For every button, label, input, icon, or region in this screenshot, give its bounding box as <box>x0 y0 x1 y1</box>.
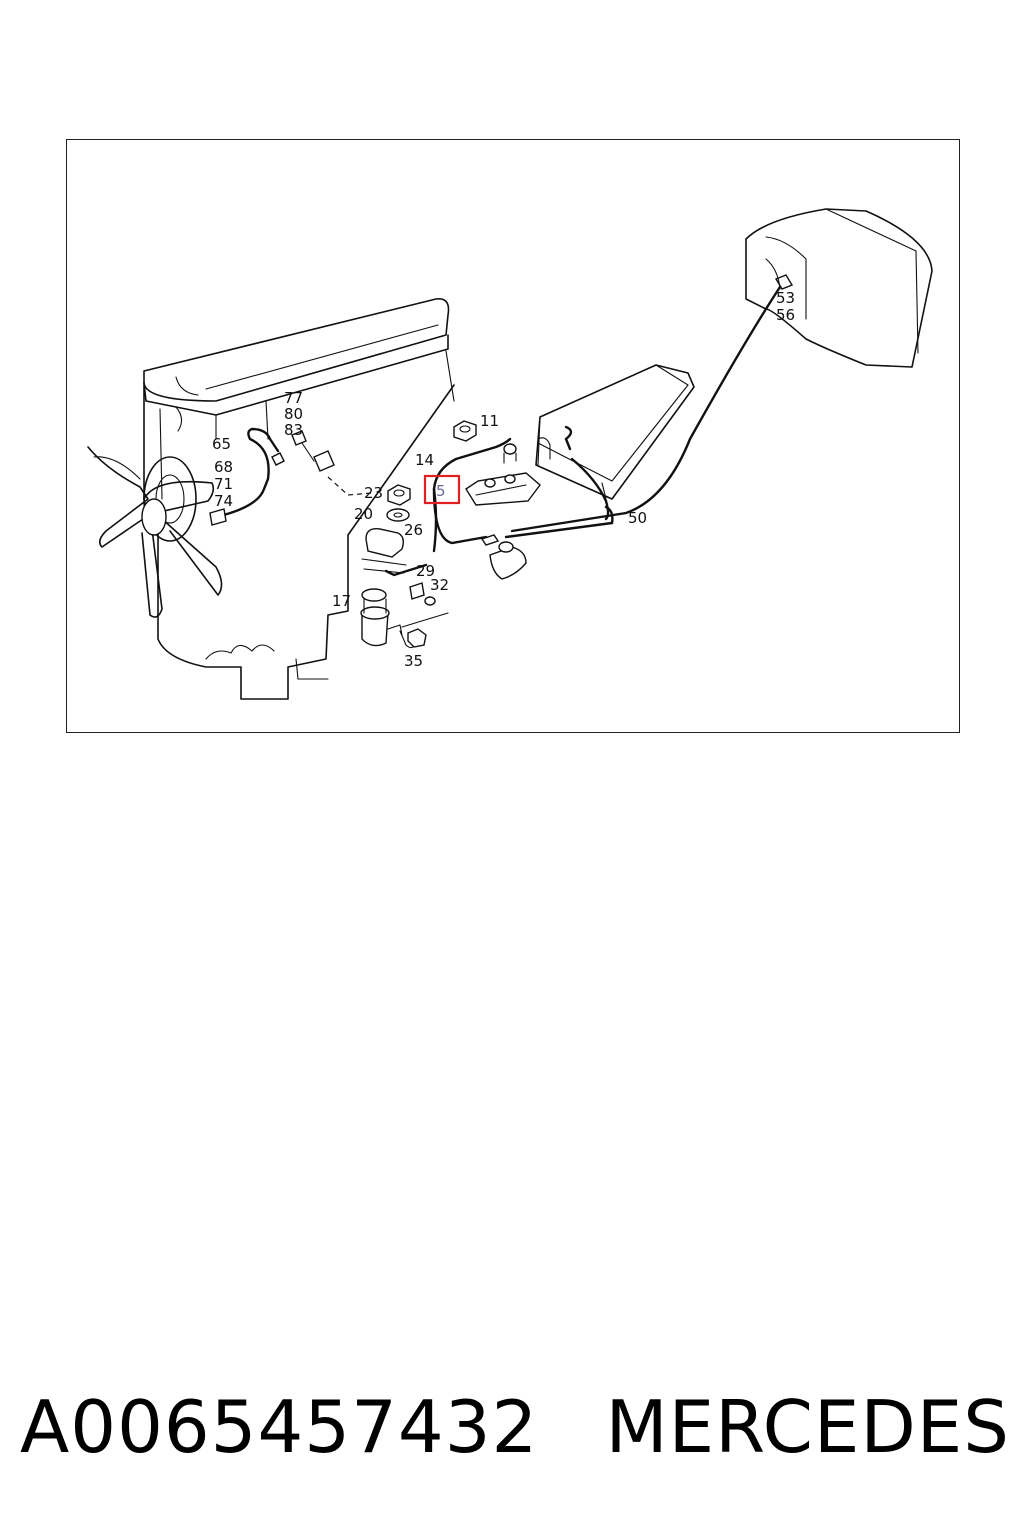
callout-74: 74 <box>214 492 233 510</box>
callout-17: 17 <box>332 592 351 610</box>
highlighted-callout-5[interactable]: 5 <box>423 474 461 505</box>
callout-53: 53 <box>776 289 795 307</box>
temperature-sensor-wire <box>209 427 373 526</box>
caption-bar: A0065457432 MERCEDES <box>20 1372 1010 1482</box>
callout-20: 20 <box>354 505 373 523</box>
relay-26 <box>361 528 428 577</box>
nut-23 <box>387 484 411 506</box>
callout-71: 71 <box>214 475 233 493</box>
battery-tray-50 <box>535 364 695 521</box>
callout-32: 32 <box>430 576 449 594</box>
callout-68: 68 <box>214 458 233 476</box>
parts-diagram: 77 80 83 65 68 71 74 11 14 23 20 26 29 3… <box>87 208 933 700</box>
highlight-box <box>423 474 461 505</box>
callout-77: 77 <box>284 389 303 407</box>
part-number: A0065457432 <box>20 1385 539 1469</box>
callout-labels: 77 80 83 65 68 71 74 11 14 23 20 26 29 3… <box>212 289 795 670</box>
washer-20 <box>386 508 410 522</box>
callout-26: 26 <box>404 521 423 539</box>
callout-50: 50 <box>628 509 647 527</box>
callout-80: 80 <box>284 405 303 423</box>
washer-32 <box>424 596 436 606</box>
control-unit <box>465 443 541 506</box>
callout-35: 35 <box>404 652 423 670</box>
callout-83: 83 <box>284 421 303 439</box>
fender-housing <box>745 208 933 368</box>
engine-fan <box>87 446 223 618</box>
wire-50-53 <box>510 274 794 533</box>
callout-11: 11 <box>480 412 499 430</box>
callout-14: 14 <box>415 451 434 469</box>
nut-11 <box>453 420 477 442</box>
callout-65: 65 <box>212 435 231 453</box>
brand-name: MERCEDES <box>605 1385 1010 1469</box>
callout-23: 23 <box>364 484 383 502</box>
screw-29 <box>409 582 425 600</box>
distributor-plug <box>480 534 527 580</box>
diagram-frame <box>66 139 960 733</box>
ignition-coil-17 <box>360 588 449 649</box>
callout-5: 5 <box>436 482 446 500</box>
nut-35 <box>407 628 427 648</box>
callout-29: 29 <box>416 562 435 580</box>
callout-56: 56 <box>776 306 795 324</box>
